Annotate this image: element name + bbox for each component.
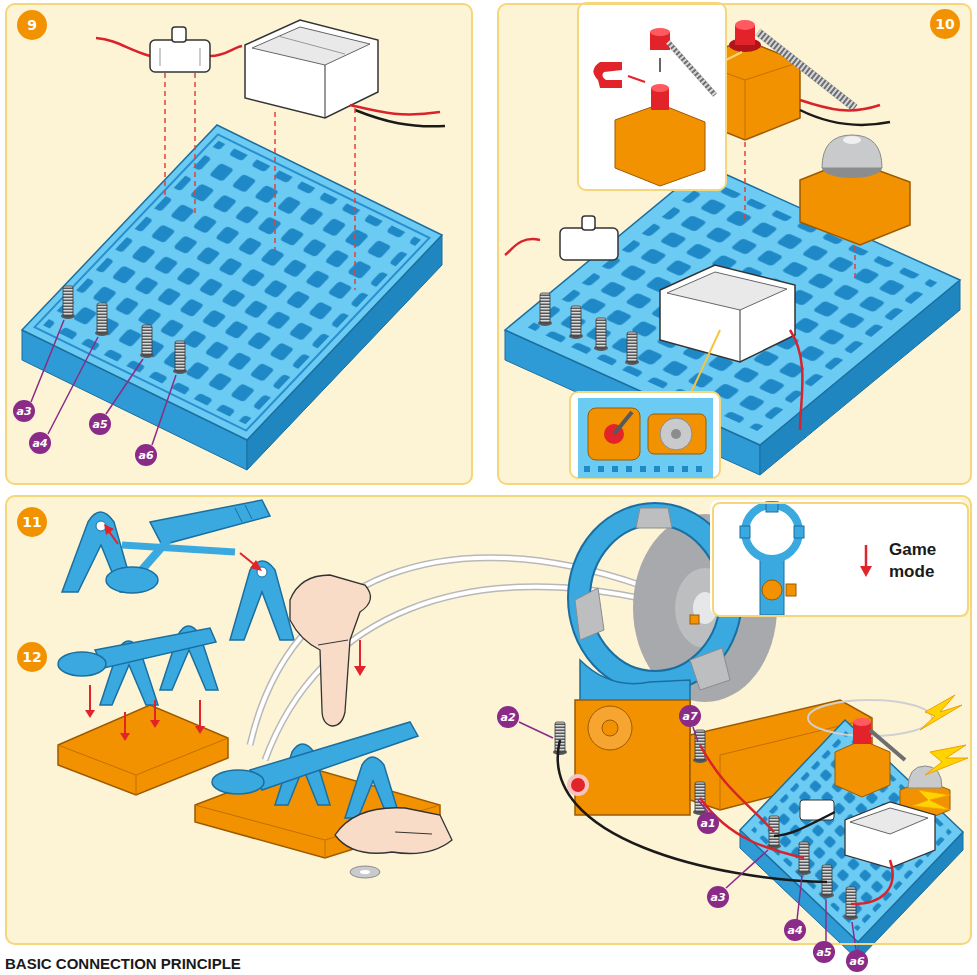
step-number: 9	[17, 10, 47, 40]
launcher-parts	[62, 500, 294, 640]
callout-number: a1	[697, 812, 719, 834]
callout-number: a6	[135, 444, 157, 466]
step-panel: 9	[5, 3, 473, 485]
placement-lines	[165, 73, 355, 290]
battery-box	[245, 20, 445, 126]
callout-number: a6	[846, 950, 868, 972]
panel-ground	[5, 3, 473, 485]
buzzer	[800, 135, 910, 245]
step-panel: Game mode 11 12	[5, 495, 972, 945]
callout-number: a3	[13, 400, 35, 422]
sound-bolts	[912, 695, 968, 810]
spring-posts	[553, 722, 858, 920]
step-number: 12	[17, 642, 47, 672]
placement-lines	[745, 142, 855, 280]
base-board	[22, 125, 442, 470]
callout-number: a5	[89, 413, 111, 435]
launcher-assembly	[58, 626, 228, 795]
base-board	[740, 720, 963, 960]
callout-number: a2	[497, 706, 519, 728]
detail-inset	[578, 3, 742, 190]
callout-number: a4	[29, 432, 51, 454]
section-heading: BASIC CONNECTION PRINCIPLE	[5, 955, 241, 972]
step-panel: 10	[497, 3, 972, 485]
panel-ground	[497, 3, 972, 485]
callout-number: a3	[707, 886, 729, 908]
leader-lines	[519, 722, 856, 950]
game-mode-icon	[710, 500, 967, 615]
step-number: 10	[930, 9, 960, 39]
switch	[96, 27, 242, 72]
game-mode-inset: Game mode	[712, 502, 969, 617]
launcher-in-use	[195, 575, 452, 878]
leader-lines	[31, 320, 176, 445]
wires	[558, 740, 893, 904]
spring-posts	[61, 286, 187, 374]
callout-number: a5	[813, 941, 835, 963]
panel-ground	[5, 495, 972, 945]
callout-number: a7	[679, 705, 701, 727]
mode-label: Game mode	[889, 539, 936, 583]
spring-posts	[538, 293, 639, 365]
switch	[505, 216, 618, 260]
step-number: 11	[17, 507, 47, 537]
callout-number: a4	[784, 919, 806, 941]
